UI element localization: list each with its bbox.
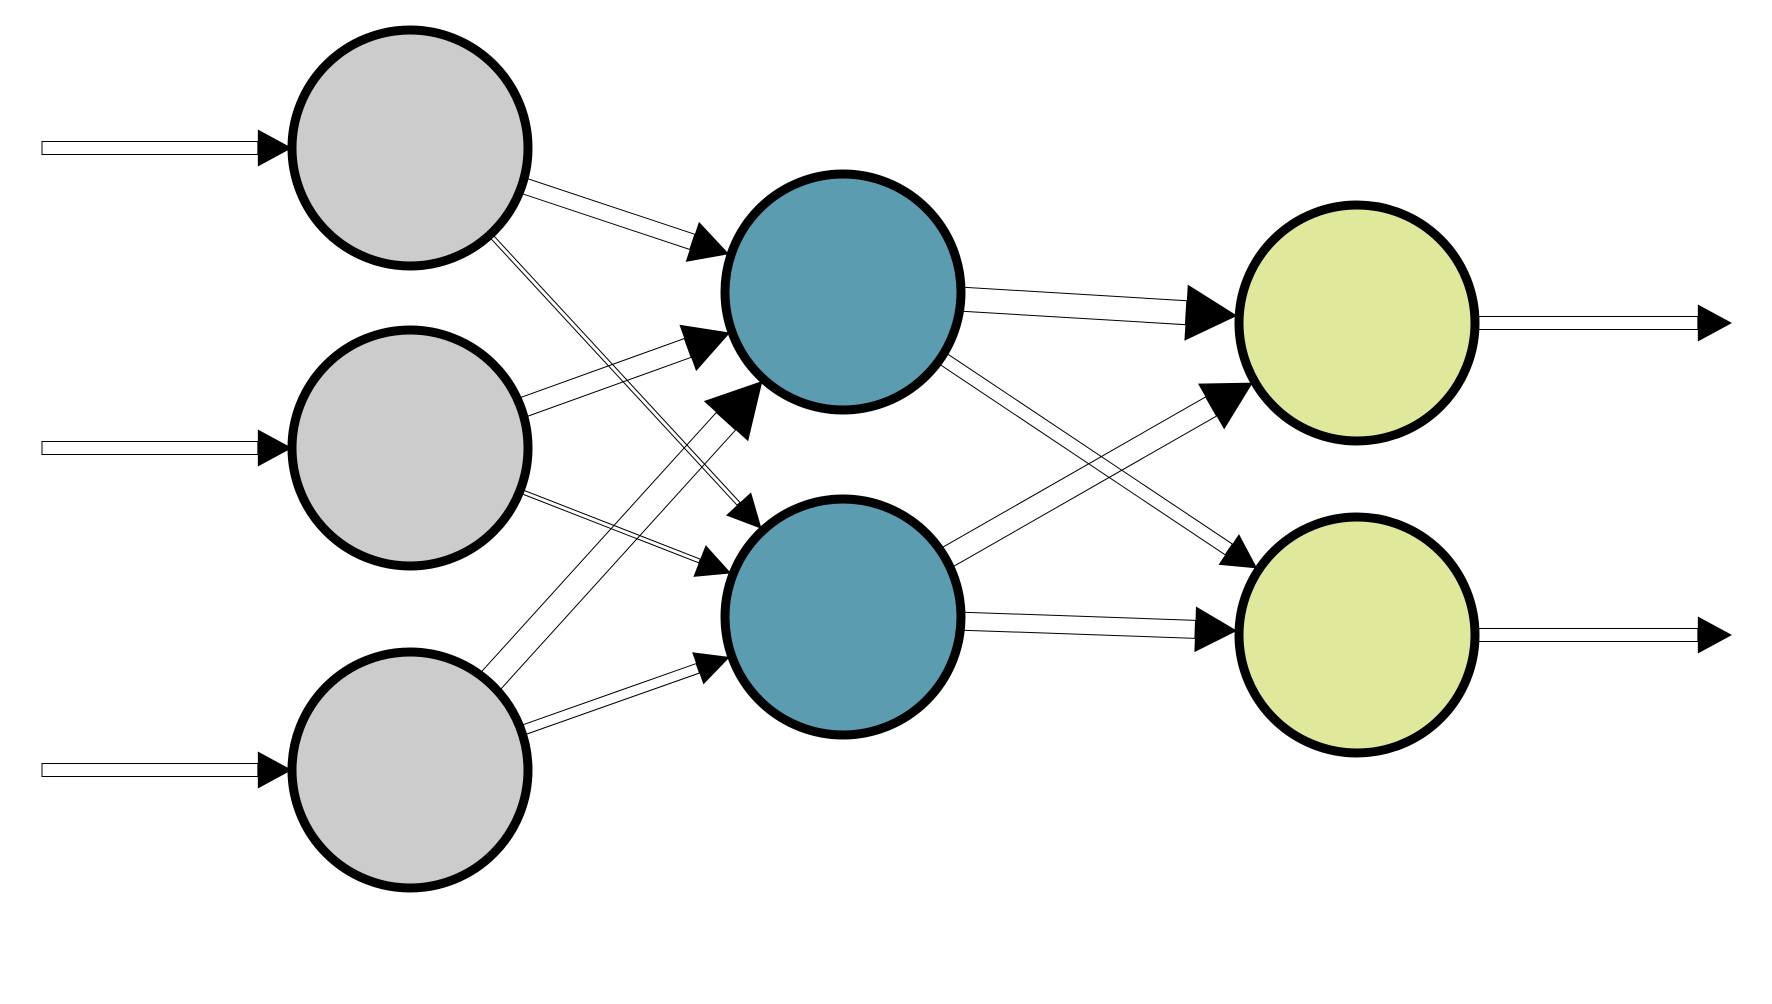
node-circle-h1[interactable] <box>720 169 966 415</box>
node-o2[interactable] <box>1234 512 1480 758</box>
edge-i3-h2-head <box>692 652 730 685</box>
edge-h2-o2-head <box>1194 606 1238 653</box>
in-arrow-3 <box>41 751 292 789</box>
edge-i1-h1-shaft <box>520 177 696 251</box>
out-arrow-2 <box>1475 616 1732 654</box>
in-arrow-2-shaft <box>41 441 259 455</box>
node-circle-i2[interactable] <box>287 325 533 571</box>
node-circle-o2[interactable] <box>1234 512 1480 758</box>
edge-h2-o1-head <box>1198 382 1253 430</box>
in-arrow-2-head <box>257 429 292 467</box>
node-h2[interactable] <box>720 494 966 740</box>
in-arrow-3-shaft <box>41 763 259 777</box>
edge-h2-o1-shaft <box>941 396 1218 568</box>
in-arrow-1-shaft <box>41 141 259 155</box>
edge-h2-o2-shaft <box>962 611 1197 639</box>
node-i3[interactable] <box>287 647 533 893</box>
edge-i2-h1-shaft <box>518 337 692 418</box>
node-h1[interactable] <box>720 169 966 415</box>
edge-h1-o1-head <box>1184 284 1238 341</box>
edge-i1-to-h2 <box>489 234 762 529</box>
node-circle-i1[interactable] <box>287 25 533 271</box>
edge-i3-h1-head <box>703 380 763 442</box>
edge-i2-to-h1 <box>518 324 731 418</box>
out-arrow-2-head <box>1697 616 1732 654</box>
out-arrow-1-head <box>1697 304 1732 342</box>
edge-h2-to-o2 <box>962 606 1238 653</box>
edge-i1-to-h1 <box>520 177 730 262</box>
edge-i3-h2-shaft <box>520 662 701 736</box>
edge-i2-h1-head <box>679 324 731 372</box>
edge-h1-o1-shaft <box>961 286 1188 326</box>
edge-i2-h2-shaft <box>520 489 701 564</box>
in-arrow-1 <box>41 129 292 167</box>
edge-i2-h2-head <box>693 545 732 577</box>
out-arrow-1 <box>1475 304 1732 342</box>
node-i1[interactable] <box>287 25 533 271</box>
node-circle-h2[interactable] <box>720 494 966 740</box>
edge-i2-to-h2 <box>520 489 732 577</box>
edge-h2-to-o1 <box>941 382 1253 568</box>
out-arrow-2-shaft <box>1475 628 1699 642</box>
node-circle-i3[interactable] <box>287 647 533 893</box>
edge-i3-to-h2 <box>520 652 730 736</box>
edge-h1-o2-head <box>1218 534 1258 569</box>
in-arrow-2 <box>41 429 292 467</box>
nodes-group <box>287 25 1480 893</box>
node-o1[interactable] <box>1234 200 1480 446</box>
node-i2[interactable] <box>287 325 533 571</box>
out-arrow-1-shaft <box>1475 316 1699 330</box>
in-arrow-1-head <box>257 129 292 167</box>
edge-h1-to-o1 <box>961 284 1238 341</box>
node-circle-o1[interactable] <box>1234 200 1480 446</box>
edge-i1-h1-head <box>685 221 730 262</box>
edge-i1-h2-head <box>726 492 762 529</box>
in-arrow-3-head <box>257 751 292 789</box>
